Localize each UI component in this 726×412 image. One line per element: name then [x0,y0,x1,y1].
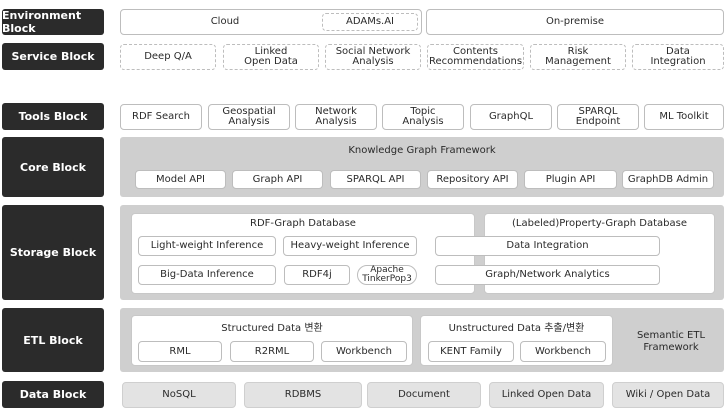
core-graphdb-admin: GraphDB Admin [622,170,714,189]
unstructured-data-title: Unstructured Data 추출/변환 [448,323,585,334]
rdf-graph-database-title: RDF-Graph Database [250,218,356,229]
core-graph-api: Graph API [232,170,323,189]
tool-sparql-endpoint: SPARQL Endpoint [557,104,639,130]
rdf4j: RDF4j [284,265,350,285]
etl-rml: RML [138,341,222,362]
environment-block-label: Environment Block [2,9,104,35]
cloud-label: Cloud [210,16,240,27]
etl-r2rml: R2RML [230,341,314,362]
data-linked-open-data: Linked Open Data [489,382,604,408]
data-block-label: Data Block [2,381,104,408]
tool-topic-analysis: Topic Analysis [382,104,464,130]
tools-block-label: Tools Block [2,103,104,130]
adams-ai-box: ADAMs.AI [322,13,418,31]
service-contents-recommendations: Contents Recommendations [427,44,524,70]
big-data-inference: Big-Data Inference [138,265,276,285]
data-wiki-open-data: Wiki / Open Data [612,382,724,408]
structured-data-title: Structured Data 변환 [221,323,323,334]
knowledge-graph-framework-title: Knowledge Graph Framework [348,145,496,156]
data-nosql: NoSQL [122,382,236,408]
etl-kent-family: KENT Family [428,341,514,362]
tool-rdf-search: RDF Search [120,104,202,130]
service-linked-open-data: Linked Open Data [223,44,319,70]
core-sparql-api: SPARQL API [330,170,421,189]
service-social-network-analysis: Social Network Analysis [325,44,421,70]
tool-ml-toolkit: ML Toolkit [644,104,724,130]
etl-block-label: ETL Block [2,308,104,372]
service-block-label: Service Block [2,43,104,70]
semantic-etl-framework: Semantic ETL Framework [636,330,706,353]
service-data-integration: Data Integration [632,44,724,70]
data-rdbms: RDBMS [244,382,362,408]
service-deep-qa: Deep Q/A [120,44,216,70]
storage-block-label: Storage Block [2,205,104,300]
core-repository-api: Repository API [427,170,518,189]
service-risk-management: Risk Management [530,44,626,70]
core-plugin-api: Plugin API [524,170,617,189]
core-block-label: Core Block [2,137,104,197]
etl-workbench: Workbench [321,341,407,362]
heavy-weight-inference: Heavy-weight Inference [283,236,417,256]
property-graph-database-title: (Labeled)Property-Graph Database [512,218,687,229]
tool-geospatial-analysis: Geospatial Analysis [208,104,290,130]
apache-tinkerpop3: Apache TinkerPop3 [357,265,417,285]
graph-network-analytics: Graph/Network Analytics [435,265,660,285]
tool-graphql: GraphQL [470,104,552,130]
data-integration: Data Integration [435,236,660,256]
data-document: Document [367,382,481,408]
core-model-api: Model API [135,170,226,189]
tool-network-analysis: Network Analysis [295,104,377,130]
light-weight-inference: Light-weight Inference [138,236,276,256]
on-premise-box: On-premise [426,9,724,35]
etl-workbench-unstructured: Workbench [520,341,606,362]
